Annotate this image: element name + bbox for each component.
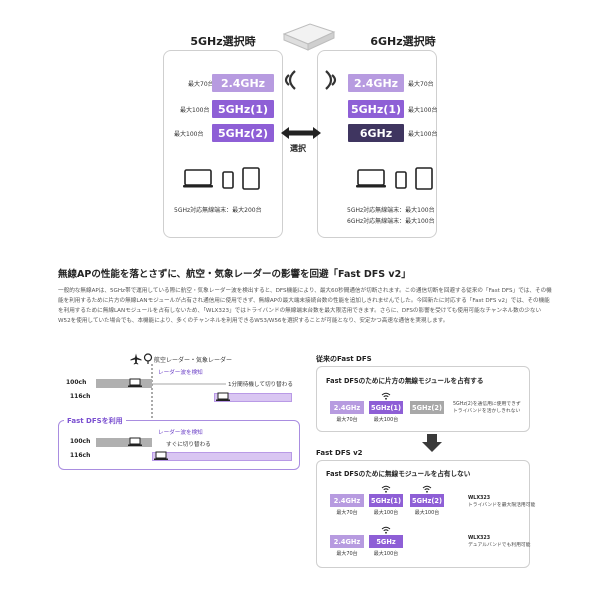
old-band-5ghz-1: 5GHz(1) — [369, 401, 403, 414]
right-row-1-cap: 最大70台 — [408, 81, 434, 88]
fast-dfs-tag: Fast DFSを利用 — [64, 416, 126, 426]
right-device-caption-2: 6GHz対応無線端末：最大100台 — [347, 218, 435, 225]
left-devices-icon — [183, 167, 260, 190]
right-row-2-cap: 最大100台 — [408, 107, 438, 114]
row-116ch-b-label: 116ch — [70, 452, 91, 459]
right-band-5ghz-1: 5GHz(1) — [348, 100, 404, 118]
bar-100ch-gray — [96, 379, 152, 388]
right-device-caption-1: 5GHz対応無線端末：最大100台 — [347, 207, 435, 214]
switch-note: すぐに切り替わる — [166, 442, 211, 448]
new-band-2-4ghz: 2.4GHz — [330, 494, 364, 507]
row-116ch-label: 116ch — [70, 393, 91, 400]
new-cap-5ghz-2: 最大100台 — [414, 510, 440, 516]
right-band-6ghz: 6GHz — [348, 124, 404, 142]
down-arrow-icon — [422, 434, 442, 452]
new-cap-2-4ghz: 最大70台 — [336, 510, 358, 516]
right-mode-title: 6GHz選択時 — [370, 35, 436, 48]
laptop-icon — [154, 451, 168, 460]
new-note-a-1: WLX323 — [468, 495, 490, 502]
bar-116ch-purple — [214, 393, 292, 402]
new-note-b-1: WLX323 — [468, 535, 490, 542]
old-note-2: トライバンドを活かしきれない — [453, 409, 521, 414]
left-mode-title: 5GHz選択時 — [190, 35, 256, 48]
select-label: 選択 — [290, 144, 306, 153]
old-fast-dfs-heading: 従来のFast DFS — [316, 355, 372, 363]
left-row-2-cap: 最大100台 — [180, 107, 210, 114]
new-cap-5ghz-1: 最大100台 — [373, 510, 399, 516]
old-band-2-4ghz: 2.4GHz — [330, 401, 364, 414]
right-band-2-4ghz: 2.4GHz — [348, 74, 404, 92]
left-device-caption: 5GHz対応無線端末：最大200台 — [174, 207, 262, 214]
new2-band-2-4ghz: 2.4GHz — [330, 535, 364, 548]
wave-right-icon — [325, 70, 337, 90]
weather-radar-icon — [143, 353, 153, 364]
fast-dfs-v2-heading: Fast DFS v2 — [316, 449, 363, 457]
fast-dfs-v2-title: Fast DFSのために無線モジュールを占有しない — [326, 470, 471, 478]
section-heading: 無線APの性能を落とさずに、航空・気象レーダーの影響を回避「Fast DFS v… — [58, 269, 411, 280]
bar-100ch-b-gray — [96, 438, 152, 447]
old-note-1: 5GHz(2)を通信用に使用できず — [453, 402, 521, 407]
row-100ch-b-label: 100ch — [70, 438, 91, 445]
fast-dfs-v2-box — [316, 460, 530, 568]
left-band-5ghz-1: 5GHz(1) — [212, 100, 274, 118]
wifi-icon — [381, 485, 391, 493]
wave-left-icon — [284, 70, 296, 90]
wait-bracket — [152, 383, 226, 385]
radar-time-line — [151, 364, 153, 468]
left-band-5ghz-2: 5GHz(2) — [212, 124, 274, 142]
new2-cap-5ghz: 最大100台 — [373, 551, 399, 557]
new-note-a-model: WLX323 — [468, 496, 491, 501]
new-band-5ghz-2: 5GHz(2) — [410, 494, 444, 507]
old-band-5ghz-2: 5GHz(2) — [410, 401, 444, 414]
laptop-icon — [128, 437, 142, 446]
wait-note: 1分間待機して切り替わる — [228, 382, 293, 388]
new2-band-5ghz: 5GHz — [369, 535, 403, 548]
left-row-3-cap: 最大100台 — [174, 131, 204, 138]
old-cap-2-4ghz: 最大70台 — [336, 417, 358, 423]
left-row-1-cap: 最大70台 — [188, 81, 214, 88]
wifi-icon — [381, 526, 391, 534]
old-fast-dfs-title: Fast DFSのために片方の無線モジュールを占有する — [326, 377, 484, 385]
right-row-3-cap: 最大100台 — [408, 131, 438, 138]
laptop-icon — [216, 392, 230, 401]
right-devices-icon — [356, 167, 433, 190]
new-band-5ghz-1: 5GHz(1) — [369, 494, 403, 507]
bar-116ch-b-purple — [152, 452, 292, 461]
new-note-b-2: デュアルバンドでも利用可能 — [468, 543, 531, 548]
left-band-2-4ghz: 2.4GHz — [212, 74, 274, 92]
double-arrow-icon — [281, 127, 321, 139]
row-100ch-label: 100ch — [66, 379, 87, 386]
new-note-a-2: トライバンドを最大限活用可能 — [468, 503, 536, 508]
radar-label: 航空レーダー・気象レーダー — [154, 357, 233, 364]
access-point-icon — [282, 23, 336, 51]
detect-callout-1: レーダー波を検知 — [158, 370, 203, 376]
wifi-icon — [381, 392, 391, 400]
old-cap-5ghz-1: 最大100台 — [373, 417, 399, 423]
airplane-icon — [130, 353, 142, 365]
old-fast-dfs-box — [316, 366, 530, 432]
laptop-icon — [128, 378, 142, 387]
section-paragraph: 一般的な無線APは、5GHz帯で運用している際に航空・気象レーダー波を検出すると… — [58, 288, 552, 324]
wifi-icon — [422, 485, 432, 493]
new-note-b-model: WLX323 — [468, 536, 491, 541]
new2-cap-2-4ghz: 最大70台 — [336, 551, 358, 557]
detect-callout-2: レーダー波を検知 — [158, 430, 203, 436]
